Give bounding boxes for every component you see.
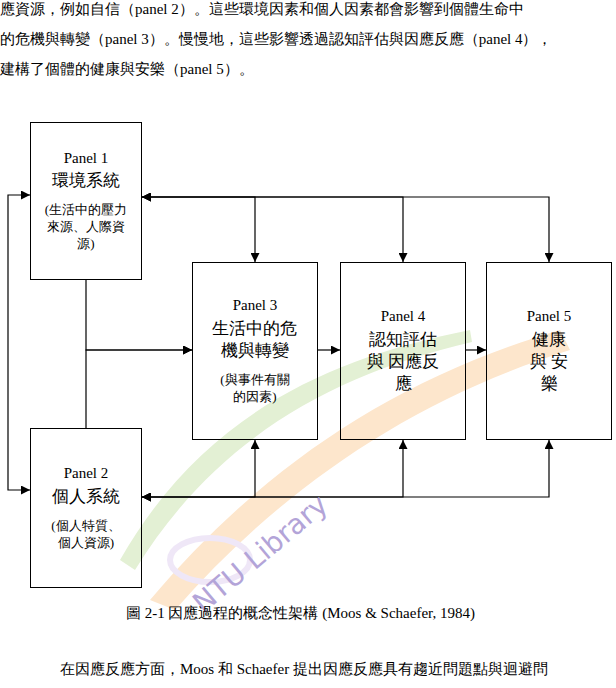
panel-number: Panel 5 — [527, 307, 572, 327]
panel-note: (個人特質、個人資源) — [50, 518, 123, 552]
panel-title: 個人系統 — [52, 486, 120, 508]
connector-arrow — [142, 440, 403, 497]
connector-arrow — [466, 349, 486, 350]
panel-box: Panel 2個人系統 (個人特質、個人資源) — [30, 428, 142, 588]
connector-arrow — [142, 197, 403, 262]
connector-arrow — [142, 440, 549, 497]
body-text: 在因應反應方面，Moos 和 Schaefer 提出因應反應具有趨近問題點與迴避… — [60, 660, 548, 680]
connector-arrow — [142, 197, 549, 262]
panel-box: Panel 1環境系統 (生活中的壓力來源、人際資源) — [30, 122, 142, 280]
panel-number: Panel 1 — [64, 149, 109, 169]
panel-box: Panel 5健康 與 安樂 — [486, 262, 612, 440]
panel-note: (生活中的壓力來源、人際資源) — [39, 202, 133, 253]
panel-title: 生活中的危機與轉變 — [211, 318, 299, 362]
body-text: 應資源，例如自信（panel 2）。這些環境因素和個人因素都會影響到個體生命中 — [0, 0, 524, 20]
connector-arrow — [8, 195, 30, 490]
panel-box: Panel 3生活中的危機與轉變 (與事件有關的因素) — [192, 262, 318, 440]
panel-number: Panel 4 — [381, 307, 426, 327]
connector-arrow — [86, 350, 192, 428]
connector-arrow — [142, 197, 255, 262]
panel-title: 認知評估 與 因應反應 — [365, 329, 442, 395]
panel-number: Panel 3 — [233, 296, 278, 316]
panel-title: 健康 與 安樂 — [528, 329, 571, 395]
figure-caption: 圖 2-1 因應過程的概念性架構 (Moos & Schaefer, 1984) — [126, 604, 475, 624]
connector-arrow — [318, 349, 340, 350]
panel-note: (與事件有關的因素) — [215, 372, 296, 406]
panel-box: Panel 4認知評估 與 因應反應 — [340, 262, 466, 440]
body-text: 的危機與轉變（panel 3）。慢慢地，這些影響透過認知評估與因應反應（pane… — [0, 30, 552, 50]
body-text: 建構了個體的健康與安樂（panel 5）。 — [0, 60, 254, 80]
panel-number: Panel 2 — [64, 464, 109, 484]
connector-arrow — [142, 440, 255, 497]
panel-title: 環境系統 — [52, 170, 120, 192]
connector-arrow — [86, 280, 192, 350]
